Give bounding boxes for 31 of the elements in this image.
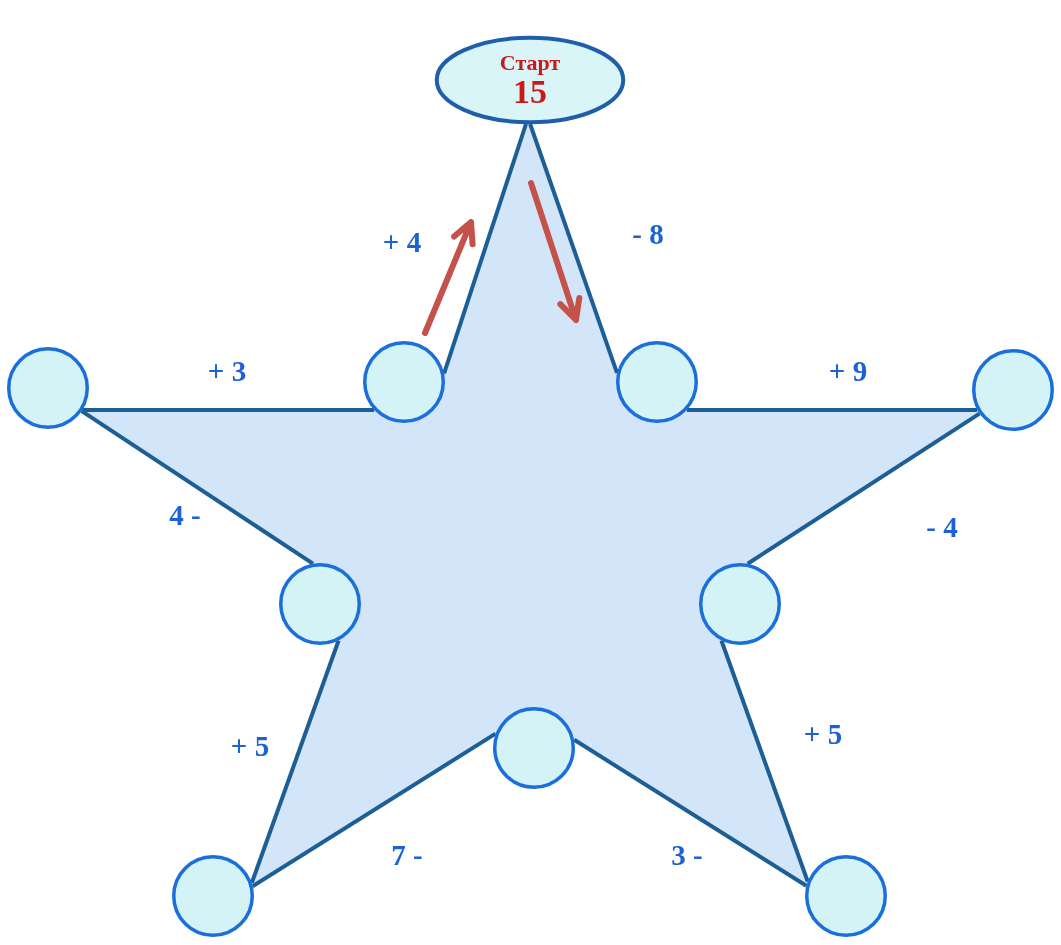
- start-oval: [435, 36, 625, 124]
- edge-label: 4 -: [169, 500, 201, 530]
- answer-circle: [699, 563, 781, 645]
- edge-label: - 8: [632, 219, 664, 249]
- answer-circle: [172, 855, 254, 937]
- answer-circle: [493, 707, 575, 789]
- answer-circle: [616, 341, 698, 423]
- star-side-line: [80, 409, 314, 566]
- star-side-line: [528, 123, 619, 374]
- start-label: Старт: [499, 50, 561, 74]
- edge-label: + 5: [803, 719, 843, 749]
- answer-circle: [972, 349, 1054, 431]
- star-side-line: [251, 731, 497, 888]
- edge-label: 7 -: [391, 840, 423, 870]
- edge-label: + 3: [207, 356, 247, 386]
- edge-label: + 4: [382, 227, 422, 257]
- edge-label: - 4: [926, 512, 958, 542]
- star-side-line: [82, 408, 375, 412]
- edge-label: 3 -: [671, 840, 703, 870]
- star-side-line: [442, 123, 528, 374]
- star-side-line: [686, 408, 978, 412]
- answer-circle: [7, 347, 89, 429]
- star-side-line: [249, 639, 341, 884]
- edge-label: + 9: [828, 356, 868, 386]
- star-side-line: [573, 738, 808, 888]
- star-side-line: [746, 411, 981, 566]
- answer-circle: [363, 341, 445, 423]
- star-side-line: [719, 639, 810, 883]
- answer-circle: [805, 855, 887, 937]
- edge-label: + 5: [230, 731, 270, 761]
- answer-circle: [279, 563, 361, 645]
